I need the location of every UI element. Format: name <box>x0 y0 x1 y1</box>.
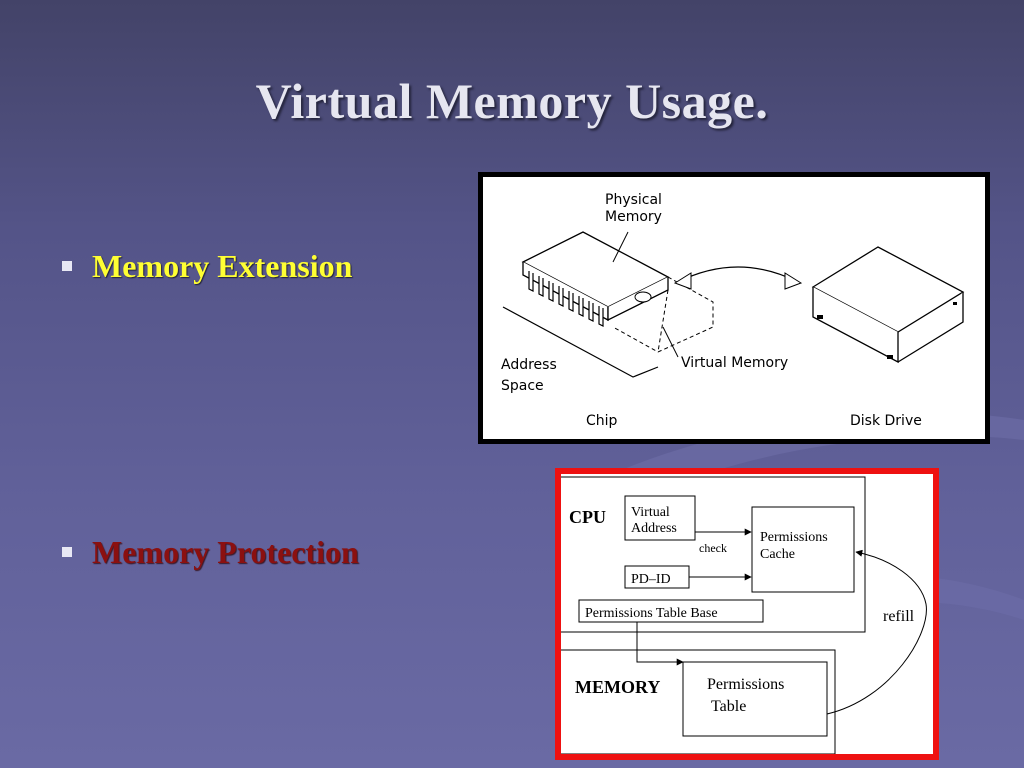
physical-memory-leader <box>612 231 629 263</box>
label-chip: Chip <box>586 413 618 429</box>
check-label: check <box>699 541 727 555</box>
address-space-slab <box>502 306 659 378</box>
label-memory: Memory <box>605 209 662 225</box>
chip-icon <box>521 231 670 327</box>
virtual-address-box <box>624 495 696 541</box>
virtual-address-line2: Address <box>631 521 677 536</box>
label-disk-drive: Disk Drive <box>850 413 922 429</box>
virtual-memory-leader <box>662 326 679 358</box>
bullet-text: Memory Extension <box>92 248 353 284</box>
swap-arrow <box>677 266 799 283</box>
memory-protection-figure: CPU Virtual Address Permissions Cache ch… <box>555 468 939 760</box>
label-space: Space <box>501 378 544 394</box>
bullet-memory-protection: Memory Protection <box>62 534 359 571</box>
memory-label: MEMORY <box>575 677 660 697</box>
permissions-cache-line1: Permissions <box>760 530 828 545</box>
permissions-table-box <box>682 661 828 737</box>
bullet-square-icon <box>62 546 72 557</box>
virtual-memory-extension-figure: Physical Memory Address Space Virtual Me… <box>478 172 990 444</box>
bullet-square-icon <box>62 260 72 271</box>
label-virtual-memory: Virtual Memory <box>681 355 788 371</box>
virtual-address-line1: Virtual <box>631 505 670 520</box>
disk-drive-icon <box>811 246 965 364</box>
permissions-cache-box <box>751 506 855 593</box>
bullet-memory-extension: Memory Extension <box>62 248 352 285</box>
label-physical: Physical <box>605 192 662 208</box>
permissions-cache-line2: Cache <box>760 547 795 562</box>
permissions-table-base-label: Permissions Table Base <box>585 606 718 621</box>
pd-id-label: PD–ID <box>631 572 671 587</box>
permissions-table-line1: Permissions <box>707 676 784 693</box>
label-address: Address <box>501 357 557 373</box>
refill-arrow <box>826 549 927 715</box>
virtual-extension-outline <box>612 276 714 353</box>
bullet-text: Memory Protection <box>92 534 359 570</box>
permissions-table-base-box <box>578 599 764 623</box>
cpu-label: CPU <box>569 507 606 527</box>
permissions-table-line2: Table <box>711 698 746 715</box>
refill-label: refill <box>883 608 915 625</box>
slide-title: Virtual Memory Usage. <box>255 73 769 129</box>
table-base-arrow <box>636 622 684 666</box>
